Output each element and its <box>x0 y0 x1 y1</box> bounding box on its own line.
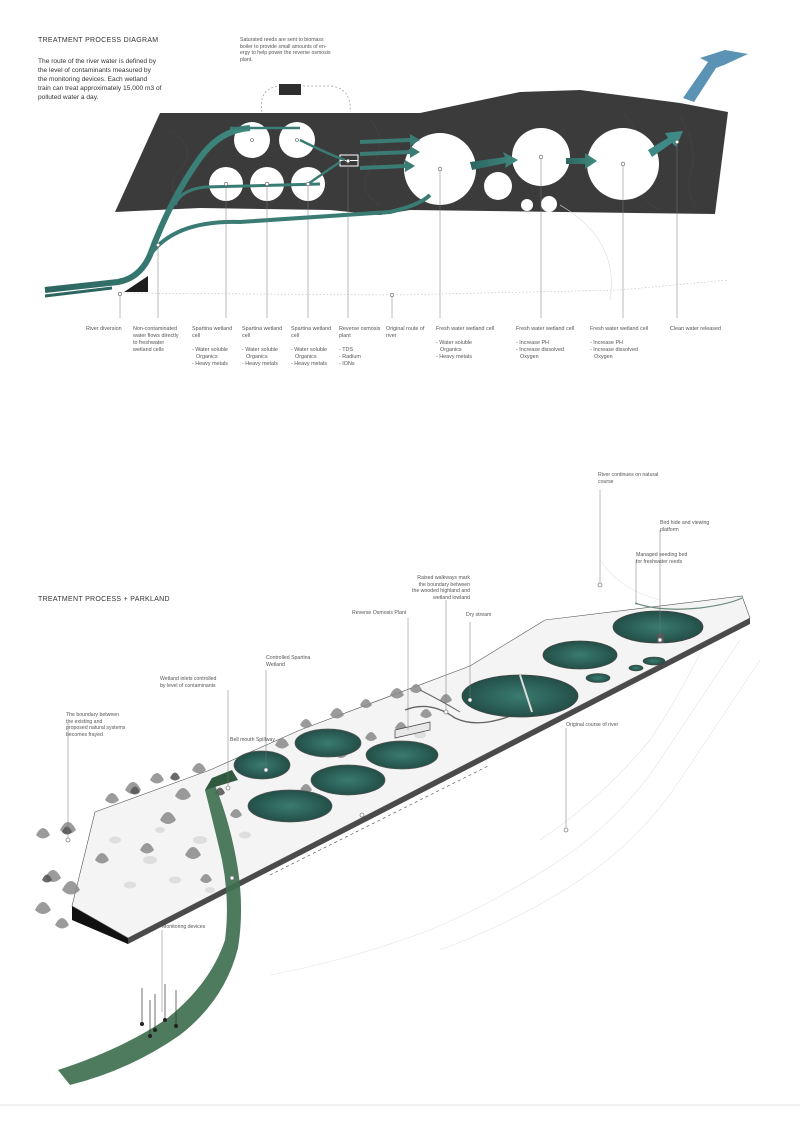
label-river-diversion: River diversion <box>86 326 122 332</box>
top-diagram-intro: The route of the river water is defined … <box>38 58 162 101</box>
bottom-leader-dots <box>65 582 663 881</box>
monitoring-devices <box>141 984 177 1036</box>
spartina-branch-flow <box>173 182 321 206</box>
bottom-leader-lines <box>67 490 661 1012</box>
label-fresh-cell-1: Fresh water wetland cell - Water soluble… <box>436 326 495 360</box>
ro-plant-building <box>394 721 431 739</box>
raised-walkway <box>404 705 521 724</box>
arrow-fresh-3-out <box>648 131 683 157</box>
river-channel <box>58 778 242 1085</box>
biomass-boiler-block <box>279 84 301 95</box>
label-fresh-cell-3: Fresh water wetland cell - Increase PH- … <box>590 326 649 360</box>
river-diversion-wedge <box>124 276 148 292</box>
label-fresh-cell-2: Fresh water wetland cell - Increase PH- … <box>516 326 575 360</box>
note-ro-plant: Reverse Osmosis Plant <box>352 610 407 616</box>
note-dry-stream: Dry stream <box>466 612 492 618</box>
ro-outflow-arrows <box>360 134 420 172</box>
label-clean-water: Clean water released <box>670 326 721 332</box>
biomass-note: Saturated reeds are sent to biomass boil… <box>240 37 331 63</box>
slab-front-edge <box>128 618 750 944</box>
spartina-pools <box>233 728 439 823</box>
fresh-bypass-flow <box>148 193 432 257</box>
note-bellmouth-spillway: Bell mouth Spillway <box>230 737 275 743</box>
terrain-contours <box>269 559 761 976</box>
small-cell-1 <box>484 172 512 200</box>
main-inflow <box>44 125 251 293</box>
clean-water-outflow-arrow <box>683 50 748 102</box>
note-monitoring-devices: Monitoring devices <box>162 924 206 930</box>
small-cell-2 <box>521 199 533 211</box>
note-original-course: Original course of river <box>566 722 619 728</box>
top-leader-dots <box>117 138 680 298</box>
bottom-diagram-title: TREATMENT PROCESS + PARKLAND <box>38 596 170 603</box>
arrow-fresh-1-2 <box>470 152 518 170</box>
slab-end-face <box>72 906 128 944</box>
biomass-loop <box>261 85 351 113</box>
original-river-route <box>119 279 729 296</box>
small-cell-3 <box>541 196 557 212</box>
arrow-fresh-2-3 <box>566 153 597 169</box>
fresh-pools <box>461 610 704 718</box>
top-diagram-title: TREATMENT PROCESS DIAGRAM <box>38 37 159 44</box>
top-leader-lines <box>119 142 678 318</box>
